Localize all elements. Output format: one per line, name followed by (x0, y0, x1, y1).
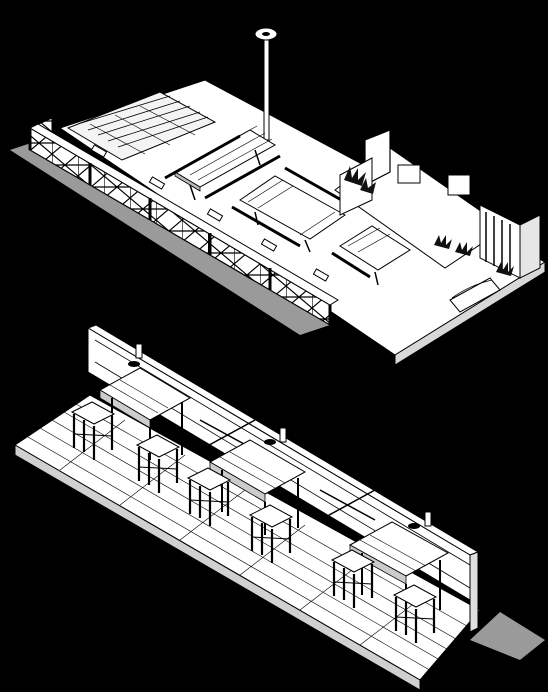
site-view (10, 27, 547, 366)
planter (339, 157, 376, 216)
planter (434, 235, 514, 276)
bar-stool (392, 584, 438, 643)
bar-stool (248, 504, 294, 563)
bar-stool (135, 434, 181, 493)
bar-stool (186, 467, 232, 526)
bar-counter-view (14, 324, 545, 691)
x-brace-railing (28, 117, 339, 327)
plank-area (66, 91, 217, 161)
wall-lamp (264, 427, 287, 445)
picnic-table (164, 125, 281, 201)
deck-shadow (470, 612, 545, 660)
site-shadow (10, 140, 330, 335)
bar-stool (70, 401, 116, 460)
access-ramp (449, 277, 501, 313)
wall-lamp (408, 511, 432, 529)
bar-counter (98, 367, 192, 460)
wall-lamp (128, 343, 143, 367)
bar-stool (330, 549, 376, 608)
plank-deck (14, 394, 481, 691)
picnic-table (231, 166, 353, 253)
